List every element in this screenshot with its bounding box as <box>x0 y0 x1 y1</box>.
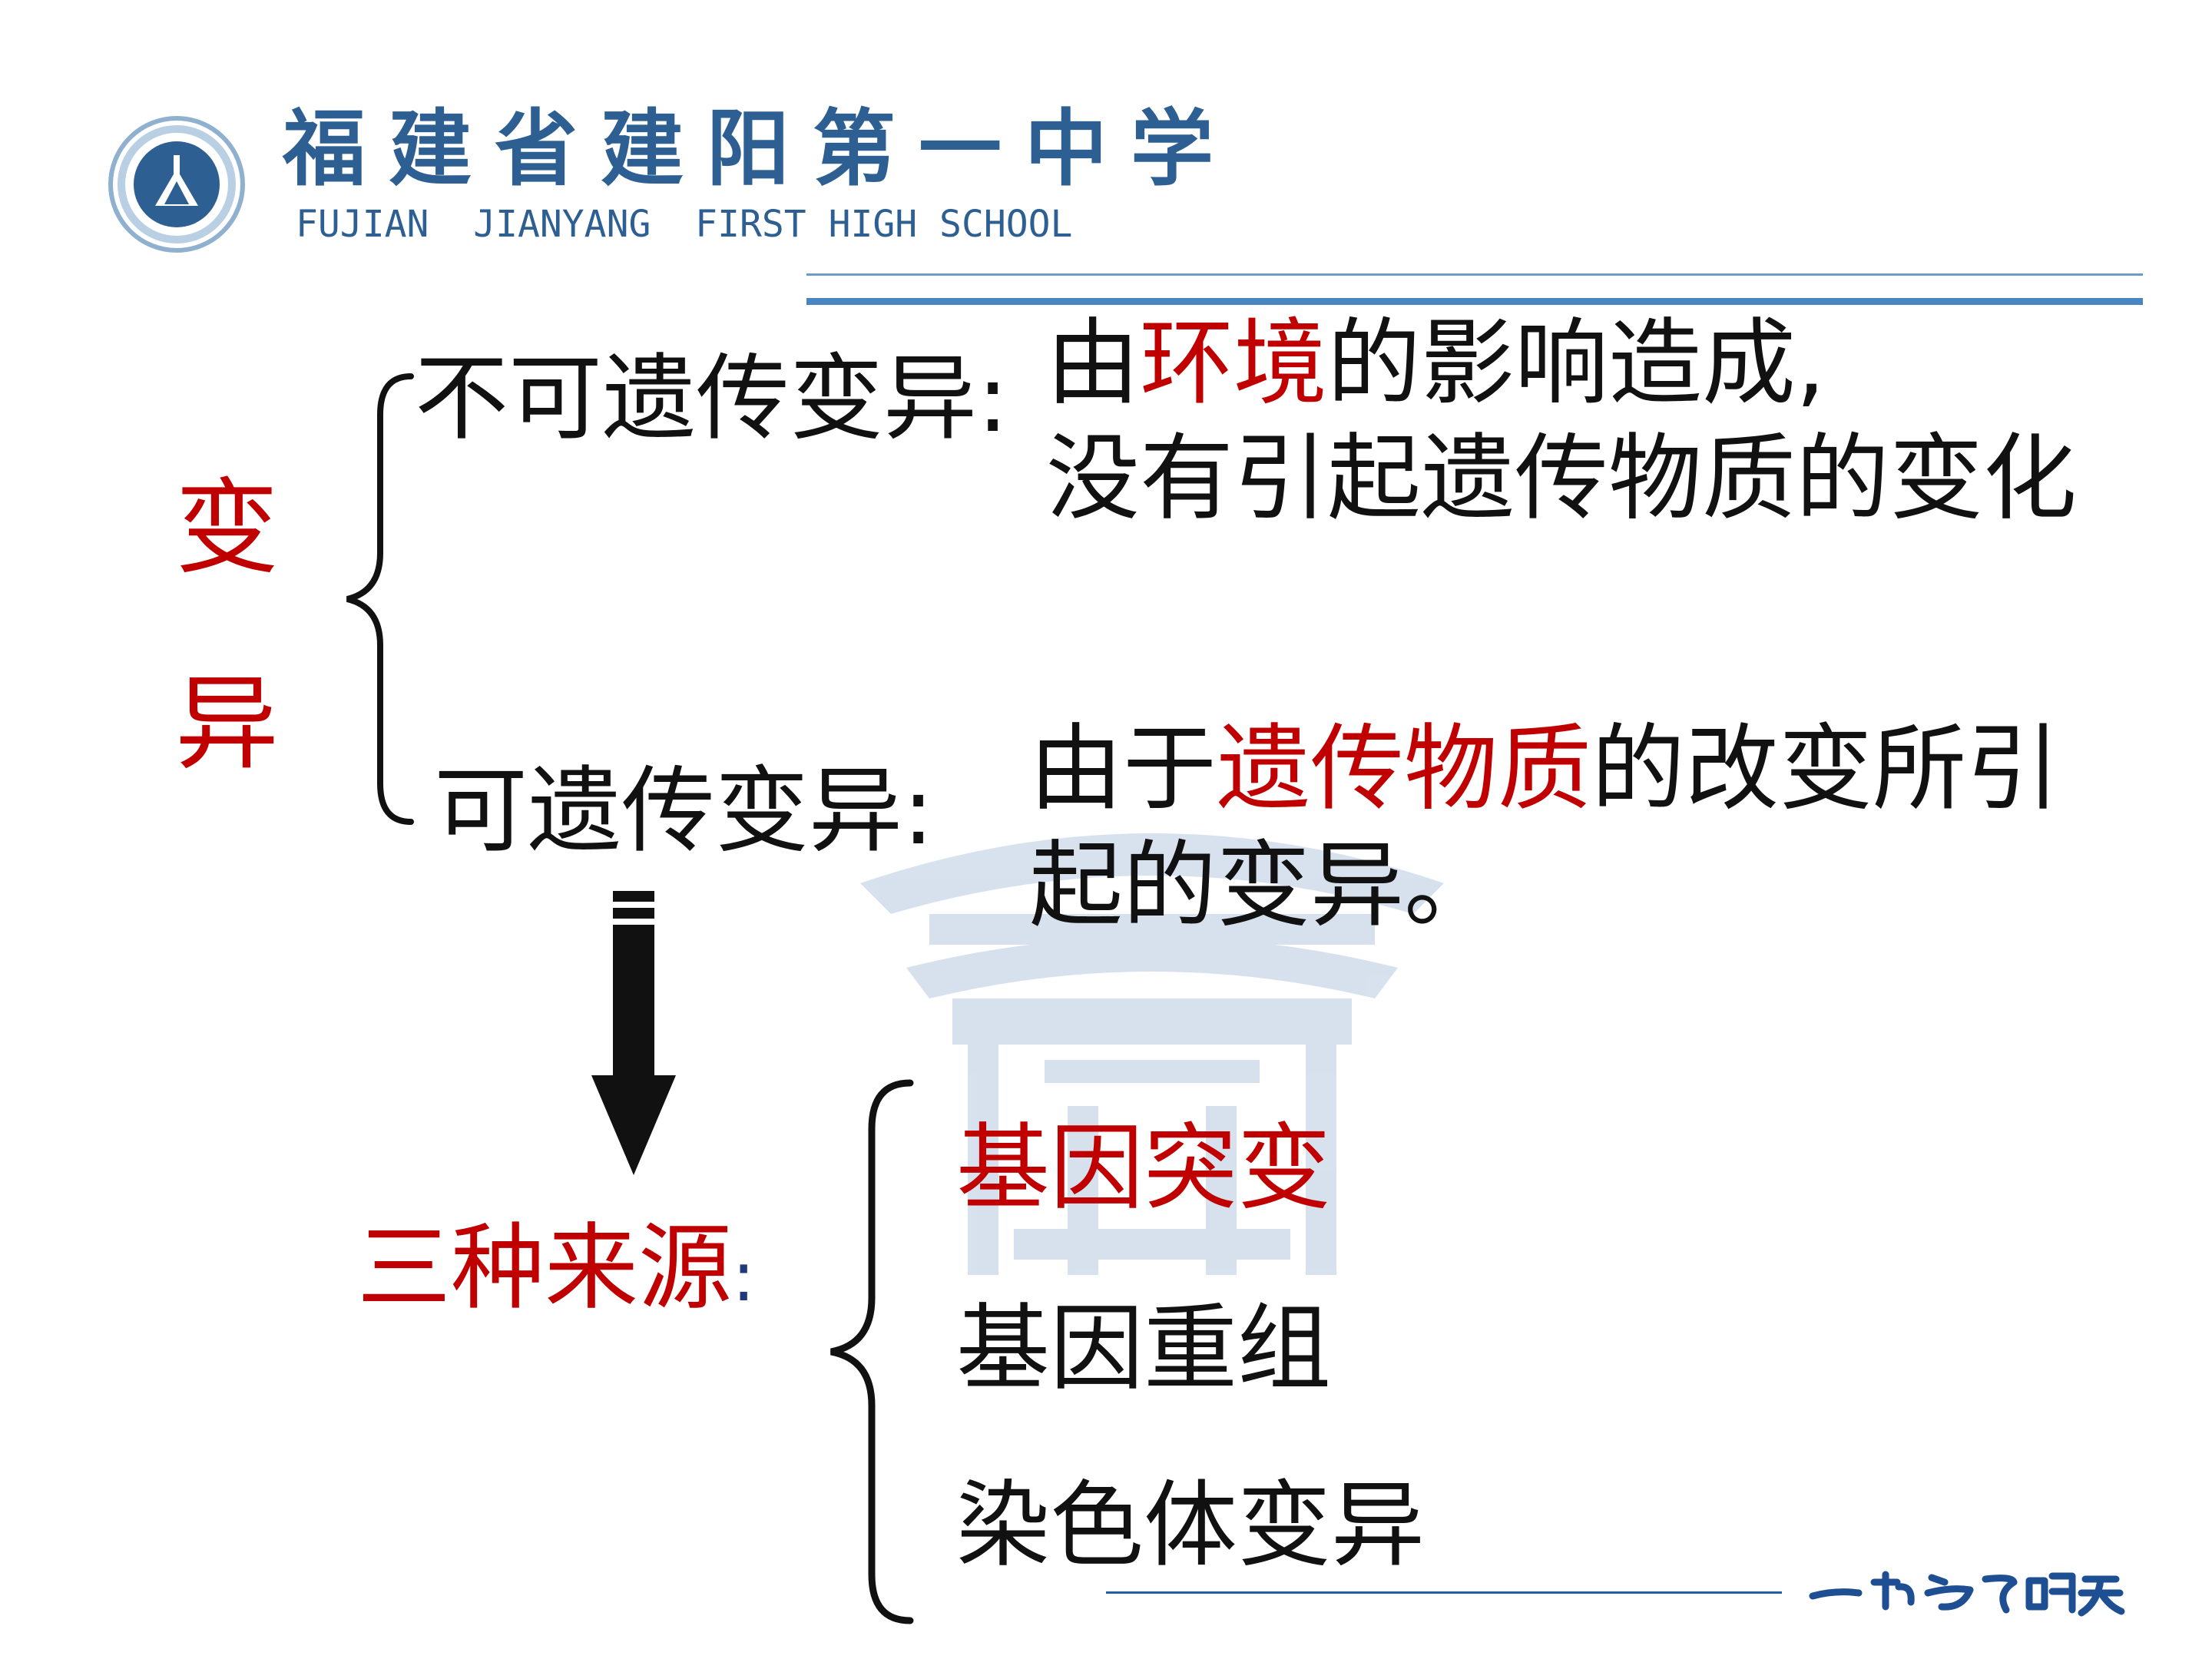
sources-brace <box>830 1079 914 1624</box>
non-heritable-title: 不可遗传变异: <box>415 344 1009 453</box>
heritable-desc-line1: 由于遗传物质的改变所引 <box>1029 722 2060 816</box>
source-item-chromosome-variation: 染色体变异 <box>956 1471 1425 1580</box>
school-name-en: FUJIAN JIANYANG FIRST HIGH SCHOOL <box>296 203 1073 246</box>
footer-line <box>1106 1591 1782 1594</box>
sources-title: 三种来源: <box>357 1221 755 1315</box>
building-watermark-icon <box>860 833 1444 1275</box>
desc-text: 的影响造成, <box>1327 309 1826 418</box>
school-name-cn: 福建省建阳第一中学 <box>283 101 1237 197</box>
down-arrow-icon <box>591 891 676 1175</box>
header-divider-thick <box>806 298 2143 305</box>
variation-brace <box>346 373 414 825</box>
header-divider-thin <box>806 273 2143 276</box>
variation-label-bottom: 异 <box>175 664 279 784</box>
highlight-environment: 环境 <box>1140 309 1327 418</box>
non-heritable-desc-line2: 没有引起遗传物质的变化 <box>1046 424 2077 533</box>
source-item-gene-mutation: 基因突变 <box>956 1114 1331 1223</box>
non-heritable-desc-line1: 由环境的影响造成, <box>1046 316 1826 410</box>
school-logo-icon <box>108 116 245 253</box>
desc-text: 的改变所引 <box>1591 714 2060 823</box>
heritable-desc-line2: 起的变异。 <box>1029 831 1498 940</box>
sources-colon: : <box>732 1237 756 1317</box>
highlight-genetic-material: 遗传物质 <box>1217 714 1591 823</box>
desc-text: 由 <box>1046 309 1140 418</box>
heritable-title: 可遗传变异: <box>434 757 935 866</box>
calligraphy-slogan-logo <box>1809 1571 2125 1617</box>
variation-label-top: 变 <box>175 468 279 588</box>
source-item-gene-recombination: 基因重组 <box>956 1294 1331 1403</box>
desc-text: 由于 <box>1029 714 1217 823</box>
sources-title-text: 三种来源 <box>357 1214 732 1323</box>
